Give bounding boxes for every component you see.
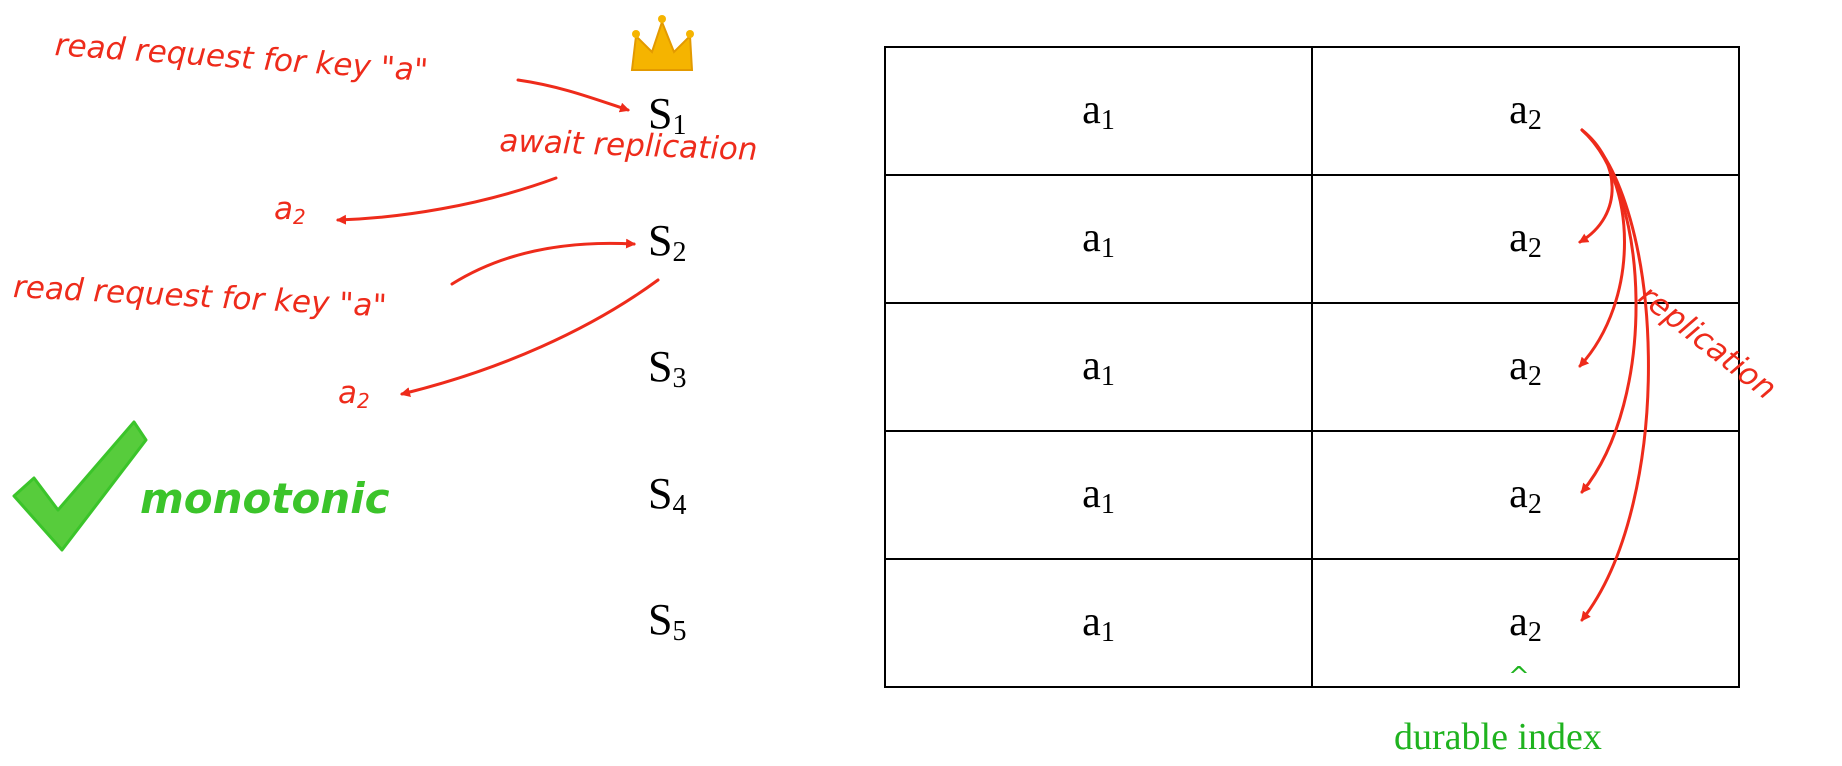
server-label-s5: S5 <box>648 595 687 647</box>
log-row-s1: a1 a2 <box>884 46 1740 176</box>
await-replication-note: await replication <box>498 123 759 168</box>
log-row-s2: a1 a2 <box>884 174 1740 304</box>
response-arrow-1 <box>336 176 558 225</box>
log-row-s4: a1 a2 <box>884 430 1740 560</box>
log-entry: a1 <box>884 46 1313 176</box>
read-request-note-1: read request for key "a" <box>53 27 430 90</box>
checkmark-icon <box>12 420 148 552</box>
log-row-s3: a1 a2 <box>884 302 1740 432</box>
server-label-s3: S3 <box>648 342 687 394</box>
server-label-s4: S4 <box>648 469 687 521</box>
crown-icon-shape <box>630 15 694 71</box>
log-entry: a2 <box>1311 558 1740 688</box>
response-note-2: a2 <box>338 375 370 413</box>
log-entry: a2 <box>1311 302 1740 432</box>
log-entry: a1 <box>884 174 1313 304</box>
request-arrow-2 <box>450 238 636 286</box>
log-entry: a2 <box>1311 430 1740 560</box>
log-entry: a2 <box>1311 174 1740 304</box>
log-table: a1 a2 a1 a2 a1 a2 a1 a2 a1 a2 <box>884 46 1740 688</box>
log-entry: a1 <box>884 430 1313 560</box>
server-label-s1: S1 <box>648 89 687 141</box>
log-row-s5: a1 a2 <box>884 558 1740 688</box>
log-entry: a1 <box>884 302 1313 432</box>
response-arrow-2 <box>400 278 660 397</box>
read-request-note-2: read request for key "a" <box>12 269 388 325</box>
monotonic-label: monotonic <box>140 474 390 523</box>
request-arrow-1 <box>516 78 630 113</box>
durable-index-caret: ^ <box>1508 662 1530 692</box>
log-entry: a1 <box>884 558 1313 688</box>
durable-index-label: durable index <box>1394 716 1602 758</box>
log-entry: a2 <box>1311 46 1740 176</box>
response-note-1: a2 <box>274 191 306 229</box>
server-label-s2: S2 <box>648 216 687 268</box>
